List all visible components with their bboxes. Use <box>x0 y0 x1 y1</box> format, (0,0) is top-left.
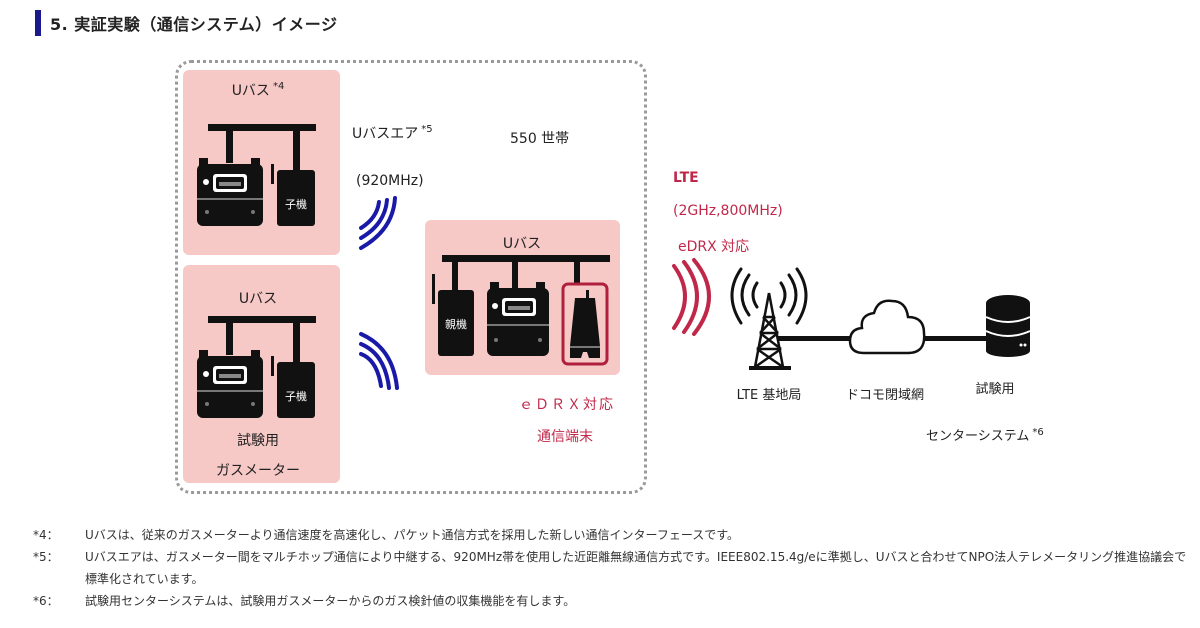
gas-meter-icon <box>197 350 263 418</box>
gas-meter-icon <box>197 158 263 226</box>
gas-meter-with-child-unit-top: 子機 <box>197 124 316 226</box>
test-meter-caption-line2: ガスメーター <box>216 463 300 479</box>
terminal-box-devices: 親機 <box>432 255 610 366</box>
center-system-label-line2: センターシステム*6 <box>926 426 1044 444</box>
lte-label: LTE <box>673 170 699 186</box>
footnotes: *4： Uバスは、従来のガスメーターより通信速度を高速化し、パケット通信方式を採… <box>33 524 1200 612</box>
gas-meter-icon <box>487 282 549 356</box>
link-network-to-center <box>922 336 987 341</box>
lte-base-station-icon <box>730 267 808 370</box>
household-count: 550 世帯 <box>510 131 570 147</box>
ubus-air-label: Uバスエア*5 <box>352 124 433 142</box>
heading-title: 5. 実証実験（通信システム）イメージ <box>50 15 338 34</box>
footnote-key: *4： <box>33 528 59 542</box>
radio-wave-icon-top <box>359 196 397 250</box>
radio-wave-icon-bottom <box>359 332 399 390</box>
footnote-5: *5： Uバスエアは、ガスメーター間をマルチホップ通信により中継する、920MH… <box>33 546 1200 590</box>
heading-accent-bar <box>35 10 41 36</box>
footnote-text: Uバスは、従来のガスメーターより通信速度を高速化し、パケット通信方式を採用した新… <box>85 528 740 542</box>
footnote-key: *6： <box>33 594 59 608</box>
footnote-4: *4： Uバスは、従来のガスメーターより通信速度を高速化し、パケット通信方式を採… <box>33 524 1200 546</box>
meter-box-bottom-title: Uバス <box>238 291 278 307</box>
base-station-label: LTE 基地局 <box>736 388 802 403</box>
parent-unit-icon: 親機 <box>432 274 474 356</box>
center-system-label-line1: 試験用 <box>975 382 1015 397</box>
edrx-terminal-caption-line2: 通信端末 <box>537 429 593 445</box>
footnote-text: 試験用センターシステムは、試験用ガスメーターからのガス検針値の収集機能を有します… <box>85 594 576 608</box>
footnote-6: *6： 試験用センターシステムは、試験用ガスメーターからのガス検針値の収集機能を… <box>33 590 1200 612</box>
child-unit-label: 子機 <box>285 197 307 211</box>
lte-frequency: (2GHz,800MHz) <box>673 203 783 219</box>
household-area-frame <box>175 60 647 494</box>
test-meter-caption-line1: 試験用 <box>237 433 279 449</box>
link-base-to-network <box>778 336 858 341</box>
gas-meter-with-child-unit-bottom: 子機 <box>197 316 316 418</box>
edrx-terminal-caption-line1: ｅＤＲＸ対応 <box>519 397 615 413</box>
ubus-air-frequency: (920MHz) <box>356 173 424 189</box>
closed-network-label: ドコモ閉域網 <box>845 388 925 403</box>
cloud-network-icon <box>848 299 926 355</box>
meter-box-top-title: Uバス*4 <box>231 81 285 99</box>
footnote-key: *5： <box>33 550 59 564</box>
parent-unit-label: 親機 <box>445 317 467 331</box>
database-server-icon <box>985 295 1031 357</box>
lte-radio-wave-icon <box>672 258 711 336</box>
child-unit-icon: 子機 <box>271 356 315 418</box>
edrx-terminal-icon <box>561 282 609 366</box>
child-unit-icon: 子機 <box>271 164 315 226</box>
lte-edrx-support: eDRX 対応 <box>678 239 750 255</box>
section-heading: 5. 実証実験（通信システム）イメージ <box>35 10 337 36</box>
terminal-box-title: Uバス <box>502 236 542 252</box>
child-unit-label: 子機 <box>285 389 307 403</box>
footnote-text: Uバスエアは、ガスメーター間をマルチホップ通信により中継する、920MHz帯を使… <box>85 550 1187 586</box>
